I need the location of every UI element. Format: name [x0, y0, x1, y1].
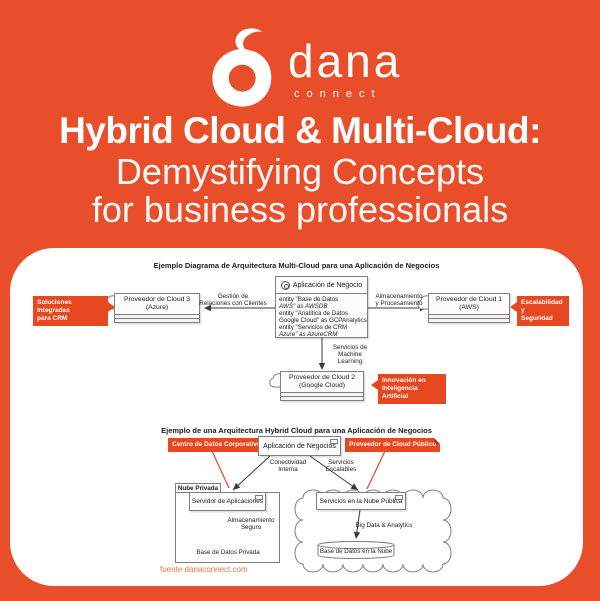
code-line: entity "Base de Datos [279, 296, 339, 303]
diagram1-title: Ejemplo Diagrama de Arquitectura Multi-C… [153, 261, 440, 270]
component-icon [280, 280, 290, 290]
edge-label-ml: Servicios de Machine Learning [332, 344, 368, 365]
business-app-title: Aplicación de Negocio [292, 281, 363, 289]
component-icon [330, 439, 338, 444]
note-escalabilidad: Escalabilidad y Seguridad [510, 296, 569, 326]
diagram2-title: Ejemplo de una Arquitectura Hybrid Cloud… [161, 426, 432, 435]
code-line: Google Cloud" as GCPAnalytics [279, 317, 367, 324]
brand-name: dana [288, 35, 403, 87]
stack-strip [281, 396, 363, 400]
note-centro-datos: Centro de Datos Corporativo [168, 438, 265, 452]
code-line: Azure" as AzureCRM [279, 331, 338, 338]
stack-strip [429, 318, 509, 322]
component-icon [255, 495, 263, 500]
provider-platform: (Azure) [145, 304, 169, 311]
stack-strip [281, 392, 363, 396]
edge-label-bigdata: Big Data & Analytics [355, 522, 413, 529]
note-inteligencia-artificial: Innovación en Inteligencia Artificial [371, 374, 446, 404]
provider-platform: (Google Cloud) [298, 382, 346, 389]
edge-label-crm: Gestión de Relaciones con Clientes [199, 293, 267, 307]
code-line: AWS" as AWSDB [279, 303, 328, 310]
edge-label-escalables: Servicios Escalables [325, 459, 357, 473]
stack-strip [429, 314, 509, 318]
dana-swoosh-d-icon [212, 28, 272, 107]
provider-platform: (AWS) [459, 304, 479, 311]
edge-label-storage: Almacenamiento y Procesamiento [375, 293, 423, 307]
note-soluciones-crm: Soluciones Integradas para CRM [33, 296, 115, 326]
edge-label-conectividad: Conectividad Interna [269, 459, 307, 473]
business-app-box: Aplicación de Negocio entity "Base de Da… [275, 276, 368, 338]
component-icon [395, 495, 403, 500]
package-nube-privada-tab: Nube Privada [175, 483, 221, 493]
business-app-header: Aplicación de Negocio [276, 277, 367, 294]
provider-azure-box: Proveedor de Cloud 3 (Azure) [114, 293, 200, 323]
source-credit: fuente danaconnect.com [160, 565, 248, 574]
private-db-label: Base de Datos Privada [196, 549, 260, 556]
stack-strip [115, 318, 199, 322]
provider-name: Proveedor de Cloud 3 [123, 296, 191, 303]
provider-aws-box: Proveedor de Cloud 1 (AWS) [428, 293, 510, 323]
public-services-box: Servicios en la Nube Pública [316, 492, 406, 510]
edge-label-almacenamiento: Almacenamiento Seguro [227, 517, 275, 531]
headline-line2: Demystifying Concepts [115, 151, 485, 192]
provider-gcp-box: Proveedor de Cloud 2 (Google Cloud) [280, 371, 364, 401]
cloud-db-label: Base de Datos en la Nube [319, 548, 393, 555]
headline-line1: Hybrid Cloud & Multi-Cloud: [59, 110, 541, 151]
provider-name: Proveedor de Cloud 2 [288, 374, 356, 381]
app-server-box: Servidor de Aplicaciones [189, 492, 266, 511]
business-app-box-2: Aplicación de Negocios [258, 436, 341, 456]
brand-subname: connect [294, 88, 382, 100]
provider-name: Proveedor de Cloud 1 [435, 296, 503, 303]
headline-line3: for business professionals [91, 189, 509, 230]
stack-strip [115, 314, 199, 318]
code-line: entity "Servicios de CRM [279, 324, 348, 331]
note-cloud-publico: Proveedor de Cloud Público [345, 438, 440, 452]
code-line: entity "Analítica de Datos [279, 310, 348, 317]
business-app-title-2: Aplicación de Negocios [263, 442, 336, 450]
plantuml-code: entity "Base de Datos AWS" as AWSDB enti… [276, 294, 367, 340]
